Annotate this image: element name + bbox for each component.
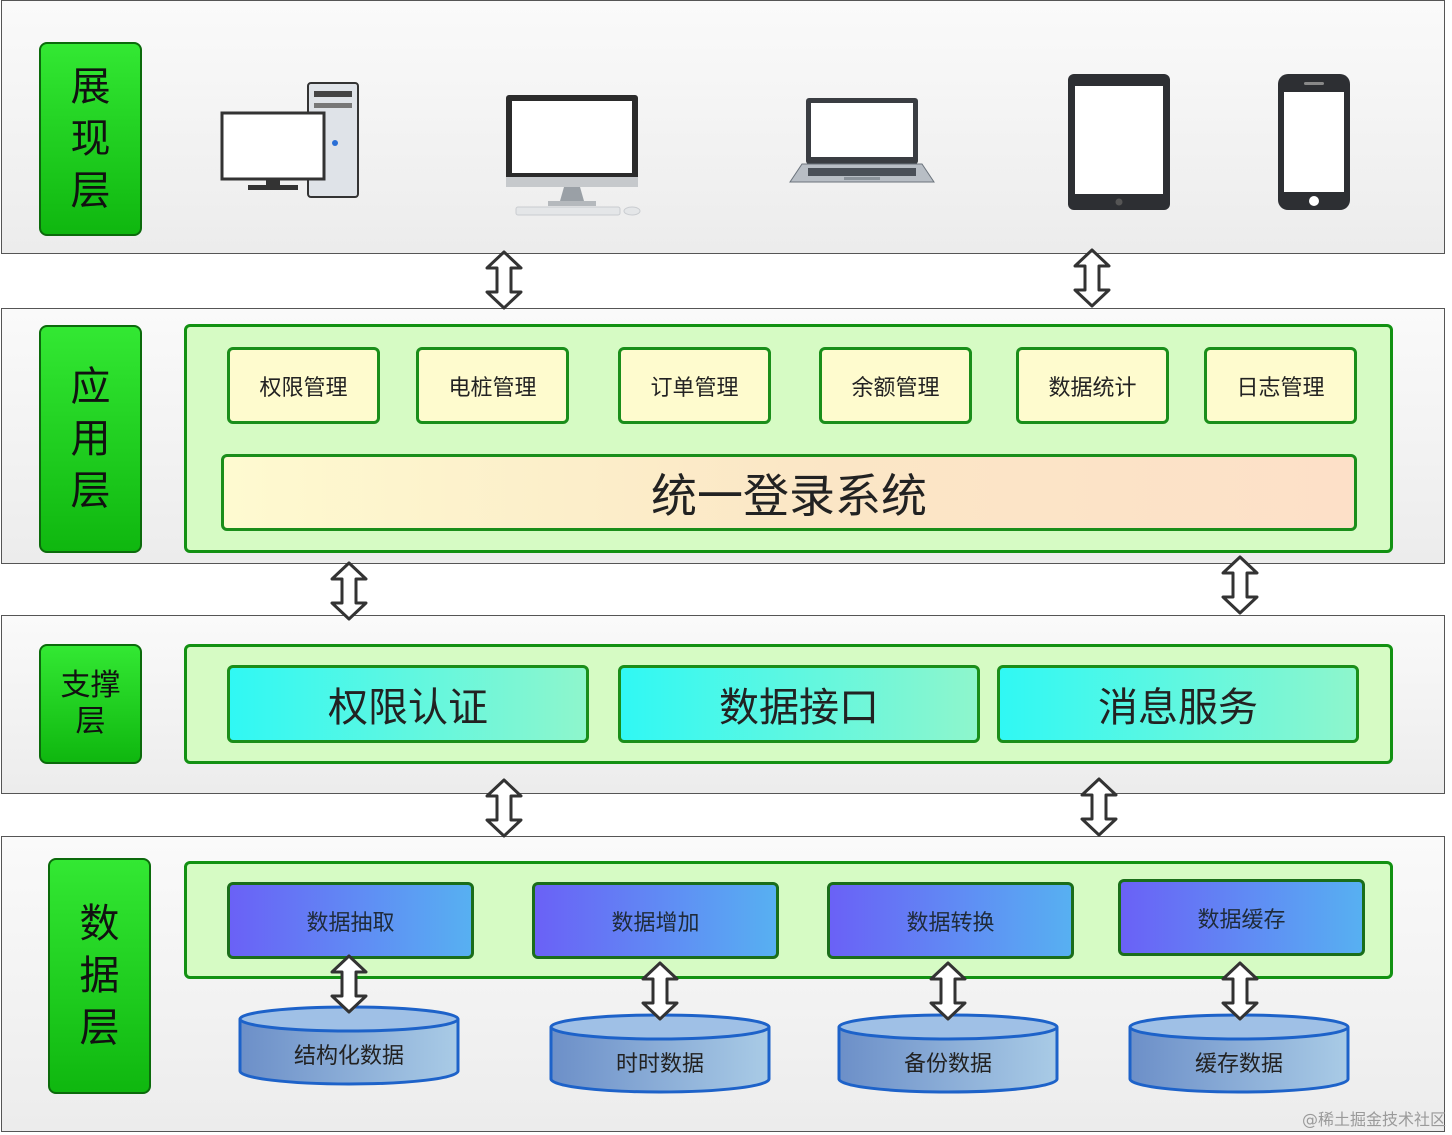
store-backup-data: 备份数据 — [903, 1052, 992, 1077]
double-arrow-icon — [1080, 777, 1118, 837]
double-arrow-icon — [1221, 961, 1259, 1021]
double-arrow-icon — [1073, 248, 1111, 308]
database-cylinder-structured — [238, 1005, 460, 1086]
double-arrow-icon — [485, 250, 523, 310]
label-line: 层 — [75, 704, 106, 739]
data-layer-label: 数 据 层 — [48, 858, 151, 1094]
label-line: 支撑 — [60, 668, 121, 703]
smartphone-icon — [1278, 74, 1350, 210]
process-data-conversion[interactable]: 数据转换 — [827, 882, 1074, 959]
module-permission-management[interactable]: 权限管理 — [227, 347, 380, 424]
label-char: 用 — [70, 416, 111, 462]
label-char: 现 — [70, 116, 111, 162]
all-in-one-monitor-icon — [506, 95, 641, 216]
label-char: 据 — [79, 953, 120, 999]
label-char: 层 — [70, 468, 111, 514]
desktop-tower-icon — [220, 82, 359, 198]
database-cylinder-realtime — [549, 1013, 771, 1094]
double-arrow-icon — [1221, 555, 1259, 615]
store-structured-data: 结构化数据 — [293, 1044, 404, 1069]
support-layer-label: 支撑 层 — [39, 644, 142, 764]
service-message-service[interactable]: 消息服务 — [997, 665, 1359, 743]
double-arrow-icon — [330, 954, 368, 1014]
double-arrow-icon — [330, 561, 368, 621]
label-char: 应 — [70, 364, 111, 410]
label-char: 层 — [70, 168, 111, 214]
application-layer: 应 用 层 权限管理 电桩管理 订单管理 余额管理 数据统计 日志管理 统一登录… — [1, 308, 1445, 564]
double-arrow-icon — [929, 961, 967, 1021]
database-cylinder-cache — [1128, 1013, 1350, 1094]
store-realtime-data: 时时数据 — [615, 1052, 704, 1077]
database-cylinder-backup — [837, 1013, 1059, 1094]
data-process-panel: 数据抽取 数据增加 数据转换 数据缓存 — [184, 861, 1393, 979]
laptop-icon — [789, 98, 935, 183]
label-char: 数 — [79, 901, 120, 947]
process-data-addition[interactable]: 数据增加 — [532, 882, 779, 959]
support-layer: 支撑 层 权限认证 数据接口 消息服务 — [1, 615, 1445, 794]
presentation-layer: 展 现 层 — [1, 0, 1445, 254]
unified-login-system[interactable]: 统一登录系统 — [221, 454, 1357, 531]
process-data-cache[interactable]: 数据缓存 — [1118, 879, 1365, 956]
support-panel: 权限认证 数据接口 消息服务 — [184, 644, 1393, 764]
service-permission-auth[interactable]: 权限认证 — [227, 665, 589, 743]
label-char: 展 — [70, 64, 111, 110]
module-log-management[interactable]: 日志管理 — [1204, 347, 1357, 424]
store-cache-data: 缓存数据 — [1194, 1052, 1283, 1077]
watermark: @稀土掘金技术社区 — [1301, 1110, 1446, 1129]
module-charging-pile-management[interactable]: 电桩管理 — [416, 347, 569, 424]
label-char: 层 — [79, 1005, 120, 1051]
module-order-management[interactable]: 订单管理 — [618, 347, 771, 424]
presentation-layer-label: 展 现 层 — [39, 42, 142, 236]
module-data-statistics[interactable]: 数据统计 — [1016, 347, 1169, 424]
module-balance-management[interactable]: 余额管理 — [819, 347, 972, 424]
double-arrow-icon — [485, 778, 523, 838]
application-layer-label: 应 用 层 — [39, 325, 142, 553]
process-data-extraction[interactable]: 数据抽取 — [227, 882, 474, 959]
tablet-icon — [1068, 74, 1170, 210]
double-arrow-icon — [641, 961, 679, 1021]
application-panel: 权限管理 电桩管理 订单管理 余额管理 数据统计 日志管理 统一登录系统 — [184, 324, 1393, 553]
service-data-interface[interactable]: 数据接口 — [618, 665, 980, 743]
